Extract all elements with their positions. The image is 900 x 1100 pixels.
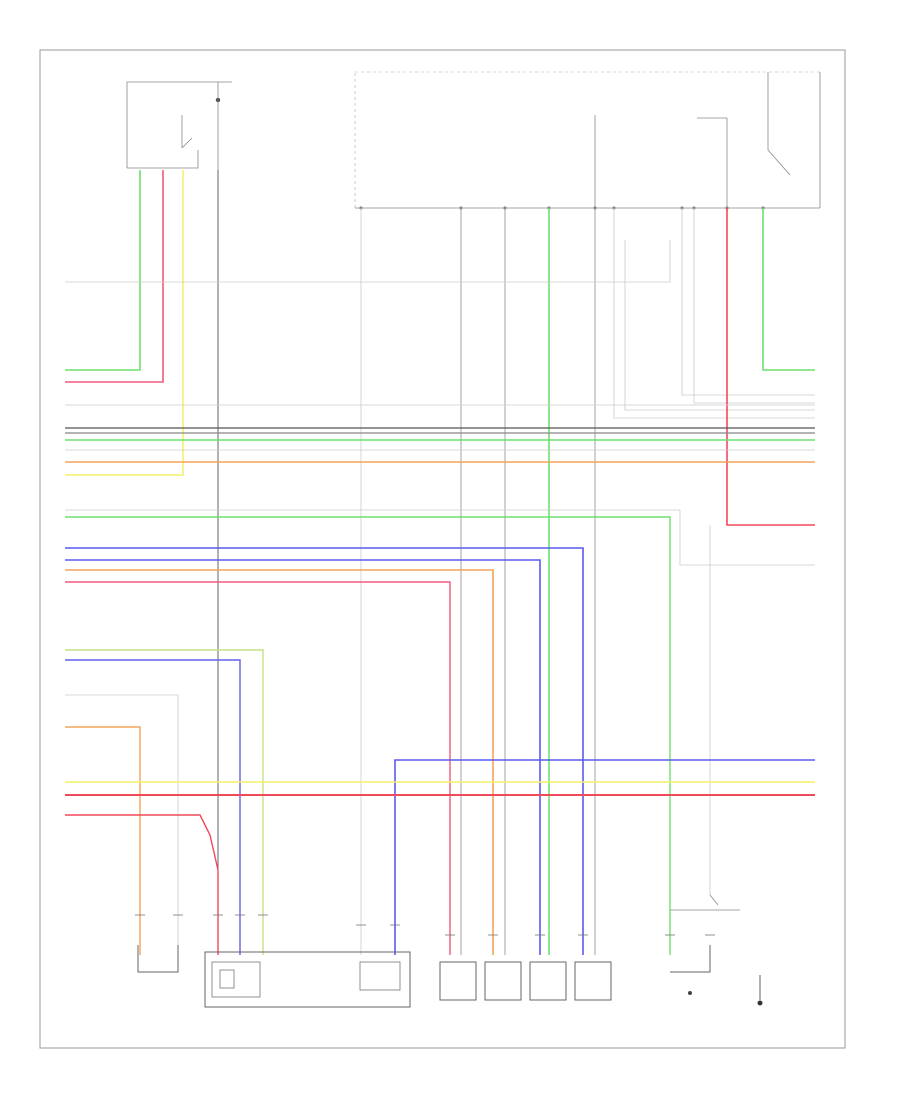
diagram-frame bbox=[39, 49, 846, 1049]
wire-ltgray-625 bbox=[624, 240, 815, 411]
top-right-component bbox=[354, 71, 821, 210]
wire-blue-1 bbox=[65, 547, 584, 955]
wire-ltgray-h4 bbox=[679, 510, 815, 566]
connector-marks bbox=[135, 914, 715, 936]
wire-orange-2 bbox=[65, 569, 494, 955]
wire-blue-lower bbox=[394, 759, 815, 955]
ecm-component bbox=[204, 951, 411, 1008]
wire-green-h2 bbox=[65, 516, 671, 955]
wire-orange-mid bbox=[65, 726, 141, 955]
wire-ltgray-614 bbox=[613, 208, 815, 419]
wire-ltgray-mid bbox=[65, 694, 179, 955]
wire-pink-2 bbox=[65, 581, 451, 955]
wire-ltgray-670 bbox=[65, 240, 671, 283]
wire-green-mid bbox=[65, 649, 264, 955]
top-left-component bbox=[126, 81, 232, 198]
wire-yellow-left bbox=[65, 170, 184, 476]
wire-red-bottom bbox=[65, 814, 219, 955]
wire-blue-2 bbox=[65, 559, 541, 955]
bottom-mid-component bbox=[439, 961, 612, 1001]
wire-green-left bbox=[65, 170, 141, 371]
bottom-right-component bbox=[670, 894, 740, 995]
wire-green-763 bbox=[762, 208, 815, 371]
ground-component bbox=[757, 975, 763, 1006]
bottom-left-component bbox=[137, 945, 179, 973]
wire-purple-mid bbox=[65, 659, 241, 955]
wire-red-727 bbox=[726, 208, 815, 526]
wire-ltgray-694 bbox=[693, 208, 815, 404]
wire-ltgray-682 bbox=[681, 208, 815, 396]
wire-pink-left bbox=[65, 170, 164, 383]
